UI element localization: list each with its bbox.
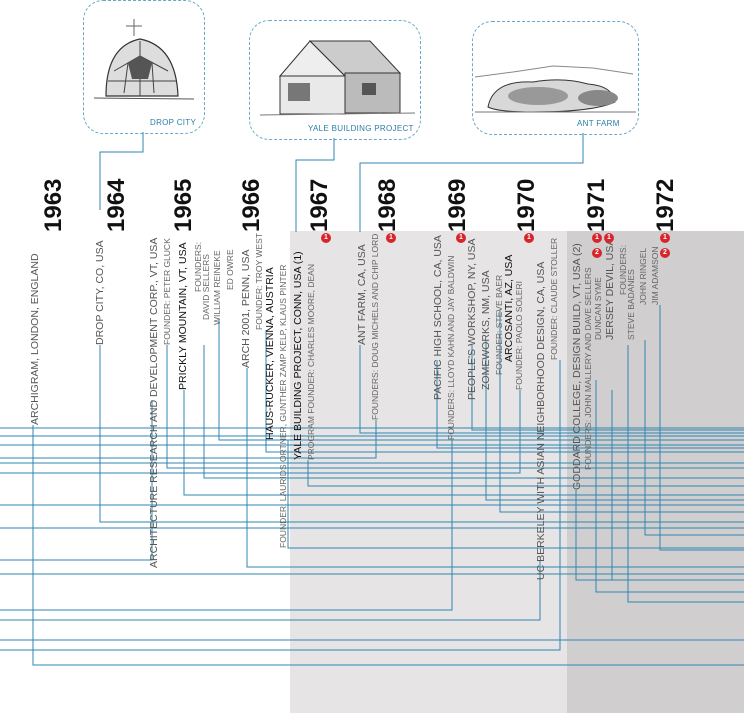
footnote-badge[interactable]: 1 [386, 233, 396, 243]
year-1965: 1965 [170, 178, 197, 232]
entry-arch-2001-founder: FOUNDER: TROY WEST [254, 233, 264, 330]
thumbnail-drop-city[interactable]: DROP CITY [83, 0, 205, 134]
footnote-badge[interactable]: 2 [592, 248, 602, 258]
thumbnail-ant-farm[interactable]: ANT FARM [472, 21, 639, 135]
entry-haus-rucker: HAUS-RUCKER, VIENNA, AUSTRIA [264, 267, 276, 440]
ant-farm-connector [359, 133, 584, 232]
drop-city-connector [99, 132, 144, 210]
entry-prickly-f1: DAVID SELLERS [201, 254, 211, 320]
entry-goddard-college: GODDARD COLLEGE, DESIGN BUILD, VT, USA (… [571, 243, 583, 490]
entry-yale-building-project: YALE BUILDING PROJECT, CONN, USA (1) [292, 251, 304, 460]
background-band-1967-1970 [290, 231, 570, 713]
entry-prickly-f3: ED OWRE [225, 249, 235, 290]
entry-goddard-founders: FOUNDERS: JOHN MALLERY AND DAVE SELLERS [583, 267, 593, 470]
entry-arcosanti-founder: FOUNDER: PAOLO SOLERI [514, 281, 524, 390]
entry-arc: ARCHITECTURE RESEARCH AND DEVELOPMENT CO… [148, 237, 160, 568]
entry-jersey-f2: JOHN RINGEL [638, 247, 648, 305]
entry-arch-2001: ARCH 2001, PENN, USA [240, 249, 252, 368]
entry-drop-city: DROP CITY, CO, USA [94, 240, 106, 345]
drop-city-sketch [93, 19, 195, 100]
entry-prickly-mountain: PRICKLY MOUNTAIN, VT, USA [177, 242, 189, 390]
yale-connector [295, 138, 335, 232]
entry-peoples-workshop: PEOPLE'S WORKSHOP, NY, USA [466, 238, 478, 400]
entry-jersey-devil: JERSEY DEVIL, USA [604, 238, 616, 340]
entry-arc-founder: FOUNDER: PETER GLUCK [162, 238, 172, 345]
entry-pacific-founders: FOUNDERS: LLOYD KAHN AND JAY BALDWIN [446, 255, 456, 440]
year-1968: 1968 [374, 178, 401, 232]
footnote-badge[interactable]: 1 [592, 233, 602, 243]
entry-prickly-f2: WILLIAM REINEKE [212, 250, 222, 325]
year-1964: 1964 [103, 178, 130, 232]
entry-jersey-f3: JIM ADAMSON [650, 246, 660, 305]
entry-pacific-high-school: PACIFIC HIGH SCHOOL, CA, USA [432, 235, 444, 400]
year-1967: 1967 [306, 178, 333, 232]
entry-uc-berkeley-founder: FOUNDER: CLAUDE STOLLER [549, 237, 559, 360]
yale-caption: YALE BUILDING PROJECT [308, 124, 414, 133]
yale-house-sketch [259, 40, 416, 116]
year-1972: 1972 [652, 178, 679, 232]
entry-uc-berkeley: UC BERKELEY WITH ASIAN NEIGHBORHOOD DESI… [535, 261, 547, 580]
entry-jersey-f1: STEVE BADANES [626, 269, 636, 340]
thumbnail-yale-building-project[interactable]: YALE BUILDING PROJECT [249, 20, 421, 140]
year-1963: 1963 [40, 178, 67, 232]
archigram-line [32, 425, 744, 666]
entry-zomeworks: ZOMEWORKS, NM, USA [480, 270, 492, 390]
year-1970: 1970 [513, 178, 540, 232]
entry-archigram: ARCHIGRAM, LONDON, ENGLAND [29, 253, 41, 425]
entry-goddard-f2: DUNCAN SYME [593, 277, 603, 340]
year-1966: 1966 [238, 178, 265, 232]
drop-city-caption: DROP CITY [150, 118, 197, 127]
entry-haus-founders: FOUNDER: LAURIDS ORTNER, GUNTHER ZAMP KE… [278, 264, 288, 548]
entry-ant-farm: ANT FARM, CA, USA [356, 244, 368, 345]
year-1971: 1971 [583, 178, 610, 232]
footnote-badge[interactable]: 1 [456, 233, 466, 243]
footnote-badge[interactable]: 1 [604, 233, 614, 243]
footnote-badge[interactable]: 2 [660, 248, 670, 258]
footnote-badge[interactable]: 1 [524, 233, 534, 243]
entry-yale-founder: PROGRAM FOUNDER: CHARLES MOORE, DEAN [306, 264, 316, 460]
footnote-badge[interactable]: 1 [660, 233, 670, 243]
entry-ant-farm-founders: FOUNDERS: DOUG MICHELS AND CHIP LORD [370, 233, 380, 420]
ant-farm-sketch [474, 65, 636, 113]
footnote-badge[interactable]: 1 [321, 233, 331, 243]
year-1969: 1969 [444, 178, 471, 232]
ant-farm-caption: ANT FARM [577, 119, 620, 128]
